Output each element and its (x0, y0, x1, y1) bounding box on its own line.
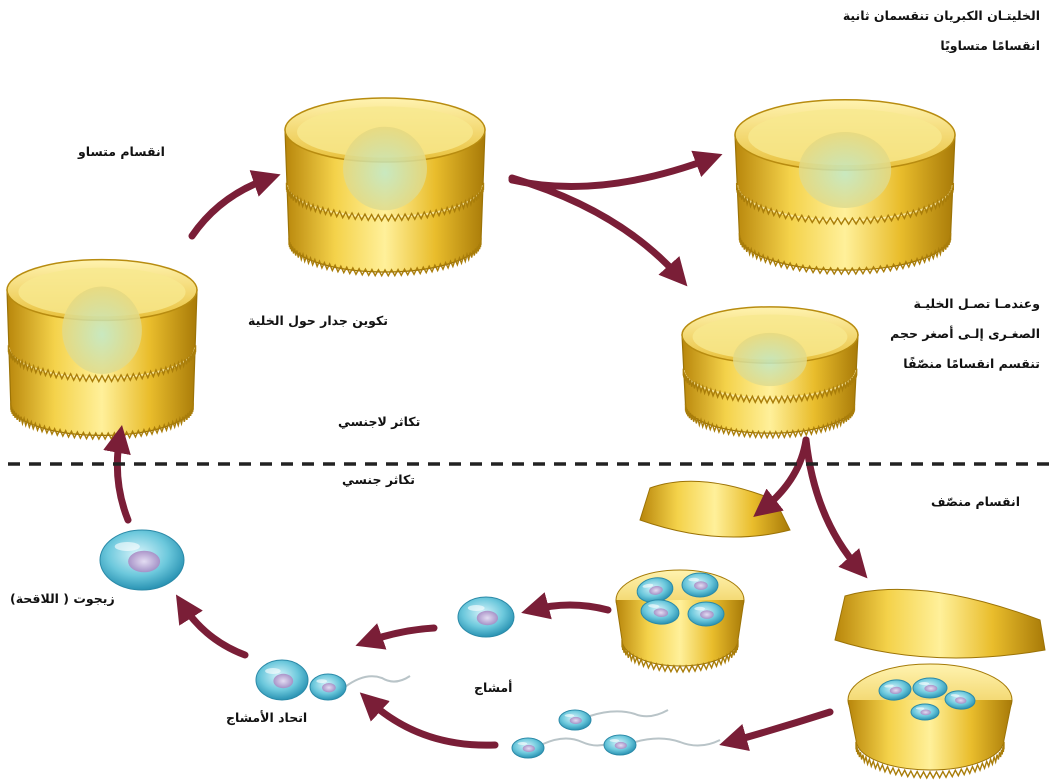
arrow-zygote-to-left (103, 424, 132, 524)
label-zygote: زيجوت ( اللاقحة) (10, 591, 115, 606)
sperm-cell-1 (558, 709, 669, 731)
arrow-left-to-top (188, 170, 281, 240)
arrow-openright-to-sperm (719, 708, 834, 751)
label-wall-formation: تكوين جدار حول الخلية (248, 313, 388, 328)
label-equal-division: انقسام متساو (78, 144, 165, 159)
label-small-cell-line2: الصغـرى إلـى أصغر حجم (890, 326, 1040, 341)
label-small-cell-line3: تنقسم انقسامًا منصّفًا (903, 356, 1040, 371)
label-gamete-union: اتحاد الأمشاج (226, 710, 308, 725)
gamete-union-cell-large (255, 659, 309, 701)
label-asexual-reproduction: تكاثر لاجنسي (338, 414, 421, 429)
arrow-sperm-to-union (359, 692, 499, 749)
label-small-cell-line1: وعندمـا تصـل الخليـة (913, 296, 1040, 311)
label-large-cells-line1: الخليتـان الكبريان تنقسمان ثانية (842, 8, 1040, 23)
arrow-top-to-right (508, 150, 723, 190)
gamete-in-shell-3 (640, 599, 680, 625)
arrow-open-center-to-gamete (521, 592, 612, 620)
sperm-in-shell-4 (910, 703, 940, 721)
gamete-free (457, 596, 515, 638)
sperm-in-shell-2 (912, 677, 948, 699)
gamete-union-cell-small (309, 673, 411, 701)
sperm-in-shell-1 (878, 679, 912, 701)
label-gametes: أمشاج (474, 680, 513, 695)
gamete-in-shell-2 (681, 572, 719, 598)
arrow-top-to-midright (508, 174, 688, 287)
gamete-in-shell-4 (687, 601, 725, 627)
sperm-in-shell-3 (944, 690, 976, 710)
sperm-cell-2 (511, 737, 616, 759)
diatom-shell-left (6, 258, 198, 441)
diatom-shell-top-right (734, 99, 956, 276)
label-meiosis: انقسام منصّف (931, 494, 1020, 509)
arrow-midright-to-open-right (802, 436, 868, 579)
sperm-cell-3 (603, 734, 721, 756)
zygote-cell (99, 529, 185, 591)
label-large-cells-line2: انقسامًا متساويًا (940, 38, 1040, 53)
diatom-shell-mid-right (681, 306, 859, 440)
arrow-gamete-to-union (355, 623, 438, 650)
gamete-in-shell-1 (636, 577, 674, 603)
label-sexual-reproduction: تكاثر جنسي (342, 472, 415, 487)
arrow-union-to-zygote (175, 594, 249, 659)
diatom-shell-top-center (284, 97, 486, 278)
